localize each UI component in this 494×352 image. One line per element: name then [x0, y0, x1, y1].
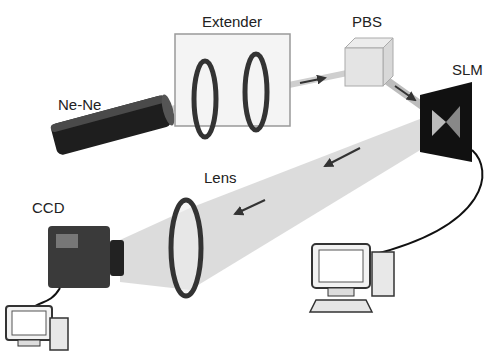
slm-pattern — [446, 106, 460, 138]
laser-label: Ne-Ne — [58, 97, 101, 114]
pbs-cube — [383, 38, 393, 86]
slm-pattern — [432, 110, 446, 136]
beam-arrow — [395, 86, 415, 100]
lens-element — [194, 61, 216, 137]
beam-arrow — [235, 200, 265, 214]
laser-tube — [50, 93, 177, 156]
slm-panel — [420, 82, 472, 162]
ccd-camera — [48, 226, 110, 288]
computer — [310, 244, 394, 312]
beam-arrow — [300, 78, 325, 83]
ccd-camera — [56, 234, 78, 248]
beam-arrow — [325, 148, 360, 166]
ccd-label: CCD — [32, 200, 65, 217]
lens — [171, 200, 201, 296]
lens-label: Lens — [204, 170, 237, 187]
extender-label: Extender — [202, 14, 262, 31]
lens-element — [245, 54, 267, 130]
pbs-cube — [345, 48, 383, 86]
ccd-lens — [110, 240, 124, 276]
pbs-label: PBS — [352, 14, 382, 31]
cable — [372, 150, 482, 255]
slm-label: SLM — [452, 62, 483, 79]
computer — [6, 306, 68, 350]
